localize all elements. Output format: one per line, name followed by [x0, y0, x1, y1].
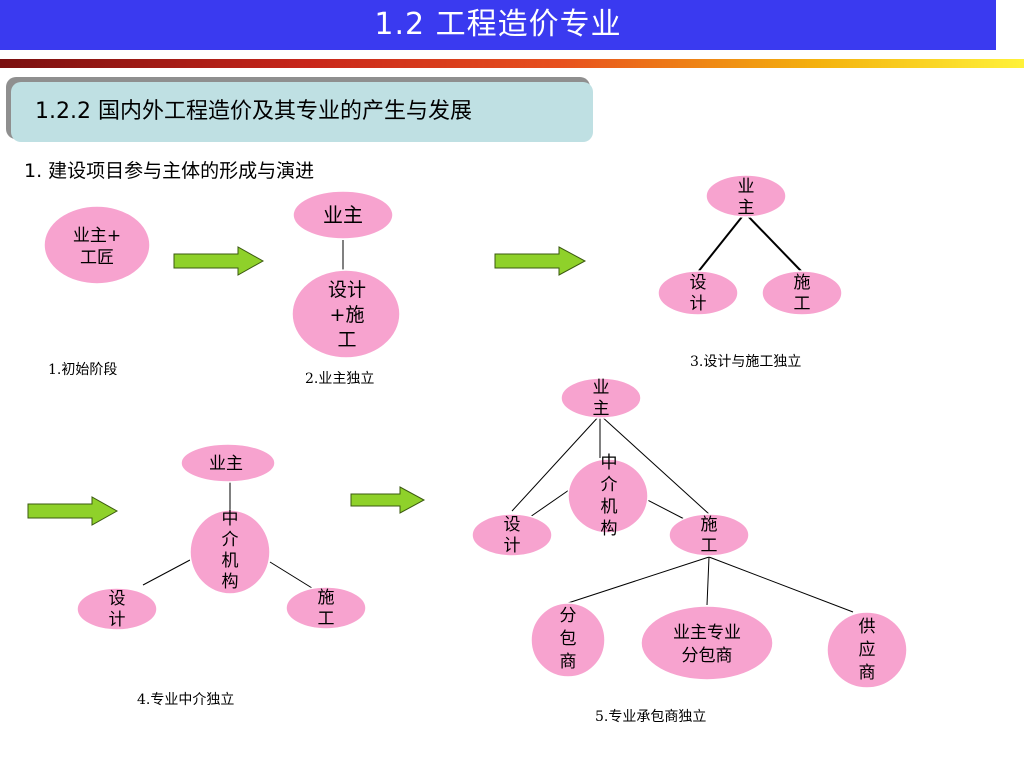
node-label: 工 — [337, 329, 356, 351]
stage-caption: 1.初始阶段 — [48, 361, 117, 378]
node-label: 构 — [222, 572, 239, 592]
node-label: 分 — [560, 606, 577, 626]
node-label: 中 — [601, 453, 618, 473]
connector-line — [142, 559, 191, 586]
node-subcontractor — [530, 602, 606, 678]
node-supplier — [826, 611, 908, 689]
right-arrow-icon — [350, 486, 426, 514]
node-label: 施 — [701, 515, 718, 535]
connector-line — [708, 556, 854, 613]
node-label: 计 — [109, 610, 126, 630]
node-design-build — [291, 269, 401, 359]
node-label: 商 — [859, 663, 876, 683]
node-owner-craftsman — [43, 205, 151, 285]
node-label: 应 — [859, 640, 876, 660]
node-owner — [292, 190, 394, 240]
right-arrow-icon — [173, 246, 265, 276]
node-label: 工 — [794, 294, 811, 314]
node-label: 工 — [701, 536, 718, 556]
connector-line — [567, 556, 710, 604]
node-label: 设 — [504, 515, 521, 535]
node-label: 供 — [859, 617, 876, 637]
slide-title: 1.2 工程造价专业 — [0, 0, 996, 50]
node-label: 设 — [109, 589, 126, 609]
node-construction — [761, 270, 843, 316]
node-label: 工 — [318, 609, 335, 629]
node-construction — [668, 513, 750, 557]
node-label: 商 — [560, 652, 577, 672]
connector-lines — [142, 212, 854, 613]
node-owner — [705, 174, 787, 218]
node-label: 介 — [222, 530, 239, 550]
connector-line — [706, 556, 710, 606]
section-heading: 1. 建设项目参与主体的形成与演进 — [24, 160, 315, 182]
node-label: 业 — [593, 378, 610, 398]
node-label: 工匠 — [80, 248, 114, 268]
node-label: 中 — [222, 509, 239, 529]
node-label: +施 — [330, 304, 365, 326]
node-label: 构 — [601, 519, 618, 539]
node-owner — [180, 443, 276, 483]
right-arrow-icon — [27, 496, 119, 526]
node-label: 计 — [690, 294, 707, 314]
node-agency — [567, 458, 649, 534]
node-design — [76, 587, 158, 631]
node-owner-subcontractor — [640, 605, 774, 681]
node-label: 业主 — [323, 203, 363, 227]
right-arrow-icon — [494, 246, 587, 276]
connector-line — [744, 212, 803, 273]
node-label: 设计 — [328, 279, 366, 301]
connector-line — [697, 212, 746, 273]
stage-caption: 2.业主独立 — [305, 371, 374, 387]
node-design — [471, 513, 553, 557]
connector-line — [529, 489, 570, 518]
subtitle-box: 1.2.2 国内外工程造价及其专业的产生与发展 — [11, 82, 593, 142]
connector-line — [269, 561, 313, 589]
node-agency — [189, 509, 271, 595]
node-label: 机 — [601, 497, 618, 517]
node-owner — [560, 377, 642, 419]
title-underline — [0, 59, 1024, 68]
stage-caption: 3.设计与施工独立 — [690, 354, 801, 370]
node-label: 施 — [794, 273, 811, 293]
node-label: 包 — [560, 629, 577, 649]
stage-caption: 5.专业承包商独立 — [595, 709, 706, 725]
node-label: 业主+ — [73, 226, 121, 246]
node-label: 机 — [222, 551, 239, 571]
node-label: 主 — [593, 399, 610, 419]
node-label: 介 — [601, 475, 618, 495]
stage-caption: 4.专业中介独立 — [137, 692, 234, 708]
node-label: 业主专业 — [673, 623, 741, 643]
node-label: 业 — [738, 177, 755, 197]
node-label: 业主 — [209, 454, 243, 474]
node-construction — [285, 586, 367, 630]
node-label: 设 — [690, 273, 707, 293]
connector-line — [511, 414, 601, 512]
node-label: 分包商 — [682, 646, 733, 666]
connector-line — [599, 414, 710, 515]
node-design — [657, 270, 739, 316]
node-label: 施 — [318, 588, 335, 608]
node-label: 主 — [738, 198, 755, 218]
node-label: 计 — [504, 536, 521, 556]
